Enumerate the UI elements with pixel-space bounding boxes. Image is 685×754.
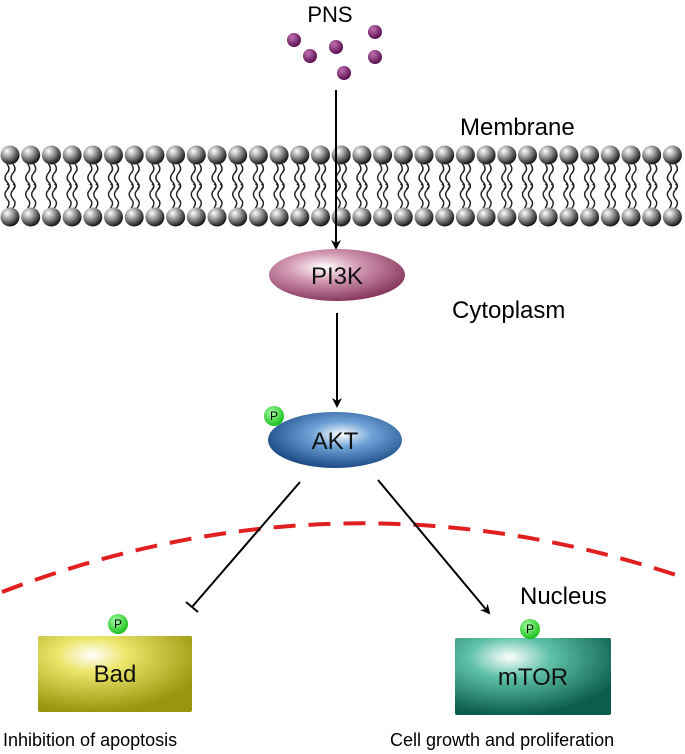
inhibition-of-apoptosis-label: Inhibition of apoptosis bbox=[3, 730, 177, 750]
nucleus-label: Nucleus bbox=[520, 583, 607, 610]
membrane-label: Membrane bbox=[460, 114, 575, 141]
akt-label: AKT bbox=[312, 428, 359, 455]
cell-growth-label: Cell growth and proliferation bbox=[390, 730, 614, 750]
akt-phospho-label: P bbox=[270, 409, 278, 423]
pi3k-label: PI3K bbox=[311, 263, 363, 290]
bad-phospho-badge: P bbox=[108, 614, 128, 634]
mtor-label: mTOR bbox=[498, 664, 568, 691]
cell-membrane bbox=[0, 145, 682, 227]
pi3k-node: PI3K bbox=[269, 249, 405, 301]
pns-label: PNS bbox=[307, 2, 352, 27]
akt-node: AKT bbox=[268, 412, 402, 468]
mtor-phospho-label: P bbox=[526, 622, 534, 636]
bad-phospho-label: P bbox=[114, 617, 122, 631]
pns-molecules bbox=[287, 25, 382, 80]
akt-phospho-badge: P bbox=[264, 406, 284, 426]
arrow-akt-to-mtor bbox=[377, 479, 491, 615]
inhibition-akt-to-bad bbox=[185, 481, 301, 613]
mtor-node: mTOR bbox=[455, 638, 611, 715]
bad-node: Bad bbox=[38, 636, 192, 712]
mtor-phospho-badge: P bbox=[520, 619, 540, 639]
cytoplasm-label: Cytoplasm bbox=[452, 297, 565, 324]
nucleus-boundary bbox=[1, 521, 685, 594]
bad-label: Bad bbox=[94, 661, 137, 688]
